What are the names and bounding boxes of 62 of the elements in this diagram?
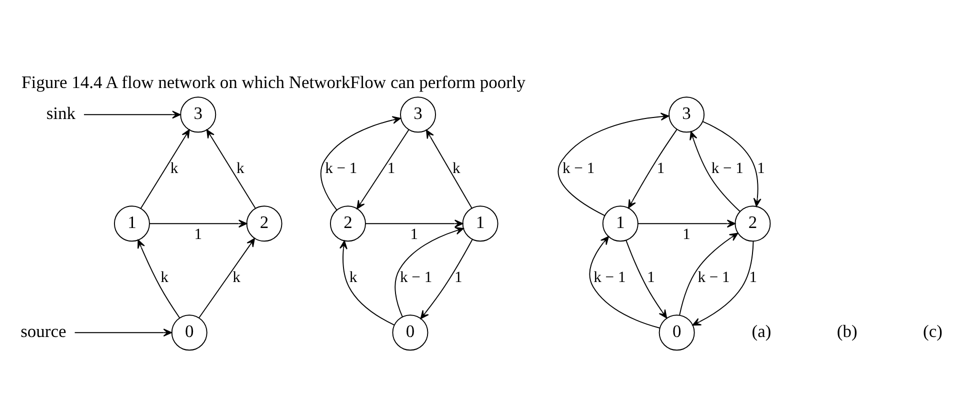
- node-text: sink: [46, 102, 76, 123]
- arrow: [198, 238, 255, 318]
- arrow: [626, 240, 668, 318]
- edge-label: k: [236, 160, 244, 177]
- arrow: [589, 236, 660, 328]
- edge-label: 1: [749, 268, 758, 286]
- arrow: [426, 130, 472, 209]
- node-circle: 3: [180, 96, 216, 133]
- arrow: [394, 226, 464, 318]
- arrow: [558, 112, 670, 216]
- edge-label: 1: [656, 160, 665, 177]
- arrow: [149, 220, 248, 228]
- node-circle: 3: [400, 96, 436, 133]
- node-circle: 1: [462, 206, 498, 242]
- edge-label: k − 1: [562, 160, 595, 177]
- node-circle: 2: [330, 206, 366, 242]
- node-circle: 0: [392, 314, 428, 351]
- arrow: [83, 110, 181, 119]
- arrow: [74, 328, 172, 337]
- arrow: [702, 121, 762, 207]
- edge-label: 1: [194, 226, 202, 243]
- label: (c): [922, 320, 942, 341]
- edge-label: k: [160, 268, 168, 286]
- edge-label: 1: [757, 160, 765, 177]
- arrow: [356, 129, 410, 210]
- arrow: [365, 220, 464, 228]
- node-circle: 1: [602, 206, 638, 242]
- arrow: [628, 129, 678, 208]
- arrow: [679, 232, 738, 316]
- arrow: [206, 129, 256, 209]
- arrow: [320, 116, 402, 211]
- arrow: [637, 220, 736, 228]
- arrow: [692, 240, 754, 326]
- edge-label: k: [452, 160, 460, 177]
- node-circle: 2: [246, 206, 282, 242]
- edge-label: k − 1: [711, 160, 744, 177]
- arrow: [140, 129, 190, 209]
- node-circle: 3: [668, 96, 705, 133]
- label: (b): [836, 320, 858, 341]
- arrow: [420, 239, 473, 320]
- arrow: [138, 240, 180, 318]
- edge-label: k − 1: [594, 268, 626, 286]
- edge-label: k: [232, 268, 240, 286]
- label: (a): [752, 320, 772, 341]
- edge-label: 1: [647, 268, 655, 286]
- edge-label: k: [349, 268, 358, 286]
- edge-label: 1: [454, 268, 462, 286]
- edge-label: 1: [387, 160, 396, 177]
- node-circle: 2: [734, 206, 771, 242]
- arrow: [690, 131, 740, 212]
- edge-label: 1: [410, 226, 418, 243]
- node-text: source: [20, 320, 66, 341]
- edge-label: k: [170, 160, 178, 177]
- node-circle: 1: [114, 206, 150, 242]
- edge-label: k − 1: [325, 160, 358, 177]
- node-circle: 0: [658, 314, 695, 351]
- arrow: [340, 240, 395, 326]
- edge-label: 1: [682, 226, 690, 243]
- edge-label: k − 1: [400, 268, 432, 286]
- diagram-title: Figure 14.4 A flow network on which NetworkFlow can perform poorly: [22, 72, 526, 92]
- node-circle: 0: [171, 314, 208, 351]
- edge-label: k − 1: [698, 268, 730, 286]
